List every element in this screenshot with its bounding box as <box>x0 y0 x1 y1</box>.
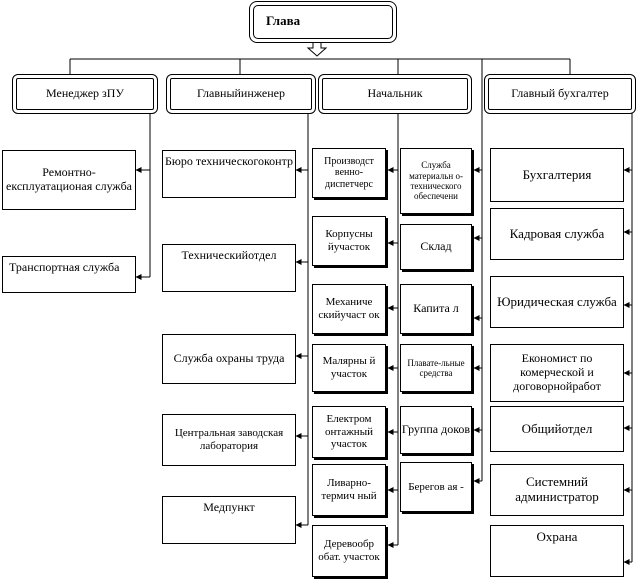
unit-docks: Группа доков <box>400 406 472 454</box>
unit-economist: Економист по комерческой и договорнойраб… <box>490 344 624 402</box>
unit-legal: Юридическая служба <box>490 276 624 328</box>
unit-med: Медпункт <box>162 496 296 544</box>
unit-wood: Деревообр обат. участок <box>312 525 386 577</box>
unit-cast: Ливарно-термич ный <box>312 464 386 516</box>
unit-capital: Капита л <box>400 284 472 334</box>
unit-supply: Служба материальн о-технического обеспеч… <box>400 148 472 214</box>
unit-warehouse: Склад <box>400 224 472 270</box>
head-manager-outer: Менеджер зПУ <box>12 74 158 114</box>
unit-transport: Транспортная служба <box>2 256 136 293</box>
root-label: Глава <box>266 13 301 28</box>
root-down-arrow <box>306 41 328 57</box>
unit-sysadmin: Системний администратор <box>490 464 624 516</box>
unit-hull: Корпусны йучасток <box>312 216 386 266</box>
head-accountant: Главный бухгалтер <box>488 78 632 110</box>
head-chief-label: Начальник <box>367 86 423 101</box>
unit-tech-dept: Техническийотдел <box>162 244 296 292</box>
unit-general: Общийотдел <box>490 406 624 452</box>
head-engineer-outer: Главныйинженер <box>166 74 316 114</box>
head-engineer-label: Главныйинженер <box>197 86 285 101</box>
unit-repair: Ремонтно-експлуатационая служба <box>2 150 136 210</box>
unit-safety: Служба охраны труда <box>162 334 296 384</box>
unit-bookkeeping: Бухгалтерия <box>490 148 624 202</box>
root-box-outer: Глава <box>249 1 397 43</box>
unit-floating: Плавате-льные средства <box>400 344 472 392</box>
unit-prod: Производст венно-диспетчерс <box>312 148 386 198</box>
head-accountant-outer: Главный бухгалтер <box>484 74 636 114</box>
unit-elec: Електром онтажный участок <box>312 406 386 458</box>
unit-hr: Кадровая служба <box>490 208 624 260</box>
unit-lab: Центральная заводская лаборатория <box>162 414 296 466</box>
head-accountant-label: Главный бухгалтер <box>511 86 609 101</box>
head-chief-outer: Начальник <box>318 74 472 114</box>
unit-bureau: Бюро техническогоконтр <box>162 150 296 198</box>
head-manager-label: Менеджер зПУ <box>46 86 124 101</box>
unit-mech: Механиче скийучаст ок <box>312 284 386 334</box>
unit-paint: Малярны й участок <box>312 344 386 392</box>
root-box: Глава <box>253 5 393 39</box>
head-manager: Менеджер зПУ <box>16 78 154 110</box>
unit-security: Охрана <box>490 525 624 577</box>
head-engineer: Главныйинженер <box>170 78 312 110</box>
head-chief: Начальник <box>322 78 468 110</box>
unit-coast: Берегов ая - <box>400 462 472 512</box>
